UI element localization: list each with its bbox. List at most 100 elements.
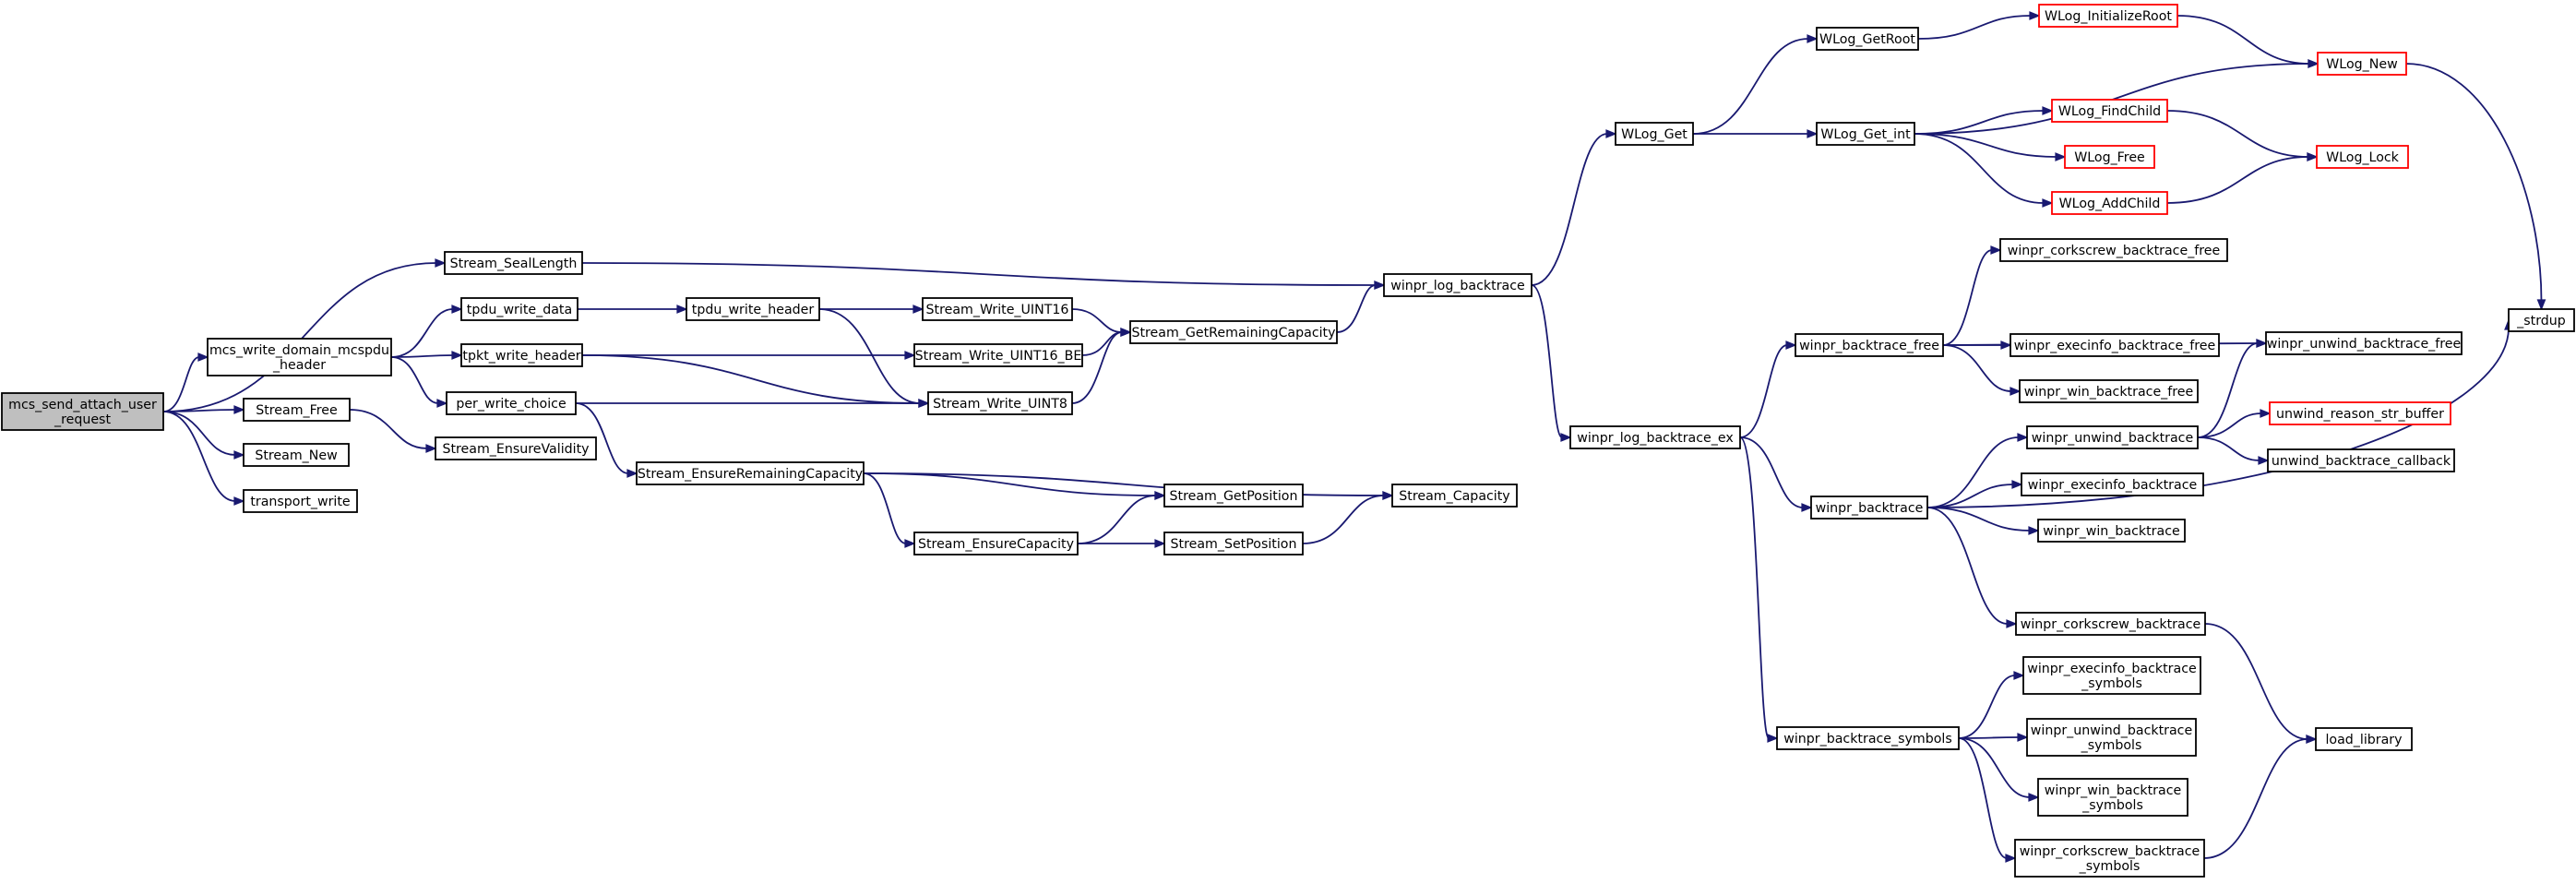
node-wlog-get[interactable]: WLog_Get <box>1615 122 1694 146</box>
node-label: unwind_backtrace_callback <box>2272 454 2451 469</box>
node-winpr-corkscrew-backtrace[interactable]: winpr_corkscrew_backtrace <box>2015 612 2206 636</box>
node-tpkt-write-header[interactable]: tpkt_write_header <box>460 343 583 367</box>
node-winpr-corkscrew-backtrace-symbols[interactable]: winpr_corkscrew_backtrace_symbols <box>2014 839 2205 878</box>
node-strdup[interactable]: _strdup <box>2508 308 2575 332</box>
call-edge-winpr-backtrace-free-to-winpr-corkscrew-backtrace-free <box>1942 245 2002 346</box>
call-edge-wlog-get-to-wlog-get-int <box>1693 129 1819 138</box>
node-box <box>2317 52 2407 76</box>
node-box <box>913 343 1083 367</box>
call-edge-wlog-get-int-to-wlog-findchild <box>1914 106 2054 135</box>
node-stream-write-uint16[interactable]: Stream_Write_UINT16 <box>922 297 1073 321</box>
node-winpr-execinfo-backtrace-symbols[interactable]: winpr_execinfo_backtrace_symbols <box>2022 656 2201 695</box>
node-label: per_write_choice <box>456 397 566 412</box>
node-wlog-get-int[interactable]: WLog_Get_int <box>1816 122 1915 146</box>
node-winpr-corkscrew-backtrace-free[interactable]: winpr_corkscrew_backtrace_free <box>1999 238 2228 262</box>
node-stream-getposition[interactable]: Stream_GetPosition <box>1163 484 1304 508</box>
node-winpr-unwind-backtrace-symbols[interactable]: winpr_unwind_backtrace_symbols <box>2026 718 2197 757</box>
call-edge-stream-write-uint8-to-stream-getremainingcapacity <box>1071 328 1132 404</box>
node-label: winpr_backtrace <box>1816 501 1924 516</box>
node-box <box>1129 320 1338 344</box>
node-per-write-choice[interactable]: per_write_choice <box>446 391 577 415</box>
node-wlog-new[interactable]: WLog_New <box>2317 52 2407 76</box>
call-edge-stream-free-to-stream-ensurevalidity <box>349 409 437 453</box>
node-wlog-lock[interactable]: WLog_Lock <box>2316 145 2409 169</box>
node-box <box>2508 308 2575 332</box>
node-wlog-free[interactable]: WLog_Free <box>2064 145 2155 169</box>
node-mcs-send-attach-user-request[interactable]: mcs_send_attach_user_request <box>1 392 164 431</box>
node-load-library[interactable]: load_library <box>2315 727 2413 751</box>
call-edge-winpr-corkscrew-backtrace-to-load-library <box>2204 623 2318 744</box>
node-stream-ensurecapacity[interactable]: Stream_EnsureCapacity <box>913 532 1079 555</box>
node-wlog-initializeroot[interactable]: WLog_InitializeRoot <box>2038 4 2178 28</box>
node-box <box>460 297 578 321</box>
node-box <box>2026 425 2199 449</box>
node-transport-write[interactable]: transport_write <box>243 489 358 513</box>
call-edge-stream-getremainingcapacity-to-winpr-log-backtrace <box>1336 281 1386 333</box>
node-winpr-backtrace[interactable]: winpr_backtrace <box>1810 496 1928 520</box>
call-edge-mcs-write-domain-mcspdu-header-to-tpdu-write-data <box>390 305 463 358</box>
node-box <box>1163 484 1304 508</box>
node-wlog-getroot[interactable]: WLog_GetRoot <box>1816 27 1919 51</box>
node-box <box>2051 99 2168 123</box>
node-winpr-log-backtrace[interactable]: winpr_log_backtrace <box>1383 273 1532 297</box>
node-stream-ensurevalidity[interactable]: Stream_EnsureValidity <box>435 436 597 460</box>
call-edge-winpr-unwind-backtrace-to-winpr-unwind-backtrace-free <box>2197 339 2268 438</box>
node-winpr-win-backtrace-symbols[interactable]: winpr_win_backtrace_symbols <box>2037 778 2188 817</box>
node-label: winpr_win_backtrace_free <box>2024 385 2194 400</box>
node-winpr-backtrace-free[interactable]: winpr_backtrace_free <box>1795 333 1944 357</box>
node-label: winpr_corkscrew_backtrace_free <box>2008 244 2221 258</box>
node-unwind-reason-str-buffer[interactable]: unwind_reason_str_buffer <box>2269 401 2451 425</box>
node-winpr-unwind-backtrace-free[interactable]: winpr_unwind_backtrace_free <box>2265 331 2463 355</box>
node-label: tpdu_write_data <box>467 303 572 317</box>
node-tpdu-write-header[interactable]: tpdu_write_header <box>686 297 820 321</box>
node-label: Stream_GetRemainingCapacity <box>1131 326 1335 340</box>
node-label: Stream_Free <box>256 403 338 418</box>
node-label: Stream_Capacity <box>1399 489 1509 504</box>
call-edge-per-write-choice-to-stream-write-uint8 <box>576 399 930 408</box>
call-edge-winpr-backtrace-free-to-winpr-execinfo-backtrace-free <box>1942 340 2012 350</box>
node-label: _symbols <box>2081 738 2142 753</box>
node-label: WLog_Get <box>1621 127 1688 142</box>
node-box <box>1810 496 1928 520</box>
node-label: unwind_reason_str_buffer <box>2276 407 2444 422</box>
node-stream-seallength[interactable]: Stream_SealLength <box>444 251 583 275</box>
node-stream-ensureremainingcapacity[interactable]: Stream_EnsureRemainingCapacity <box>636 461 865 485</box>
node-winpr-unwind-backtrace[interactable]: winpr_unwind_backtrace <box>2026 425 2199 449</box>
node-winpr-execinfo-backtrace-free[interactable]: winpr_execinfo_backtrace_free <box>2010 333 2220 357</box>
node-winpr-execinfo-backtrace[interactable]: winpr_execinfo_backtrace <box>2021 472 2204 496</box>
node-label: Stream_New <box>255 448 337 463</box>
node-stream-write-uint8[interactable]: Stream_Write_UINT8 <box>927 391 1073 415</box>
node-winpr-backtrace-symbols[interactable]: winpr_backtrace_symbols <box>1776 726 1960 750</box>
node-box <box>1615 122 1694 146</box>
node-winpr-win-backtrace-free[interactable]: winpr_win_backtrace_free <box>2019 379 2199 403</box>
call-edge-wlog-getroot-to-wlog-initializeroot <box>1917 11 2041 40</box>
node-wlog-addchild[interactable]: WLog_AddChild <box>2051 191 2168 215</box>
node-stream-capacity[interactable]: Stream_Capacity <box>1391 484 1518 508</box>
call-edge-winpr-backtrace-to-winpr-corkscrew-backtrace <box>1926 507 2018 628</box>
node-label: tpkt_write_header <box>462 349 580 364</box>
node-winpr-log-backtrace-ex[interactable]: winpr_log_backtrace_ex <box>1569 425 1741 449</box>
call-edge-wlog-initializeroot-to-wlog-new <box>2176 15 2320 68</box>
node-box <box>2064 145 2155 169</box>
node-stream-getremainingcapacity[interactable]: Stream_GetRemainingCapacity <box>1129 320 1338 344</box>
node-stream-write-uint16-be[interactable]: Stream_Write_UINT16_BE <box>913 343 1083 367</box>
node-wlog-findchild[interactable]: WLog_FindChild <box>2051 99 2168 123</box>
node-label: Stream_SealLength <box>450 257 578 271</box>
node-winpr-win-backtrace[interactable]: winpr_win_backtrace <box>2037 519 2186 543</box>
call-edge-stream-setposition-to-stream-capacity <box>1302 491 1394 544</box>
node-label: Stream_Write_UINT16_BE <box>915 349 1082 364</box>
call-edge-wlog-addchild-to-wlog-lock <box>2166 152 2319 204</box>
node-label: load_library <box>2325 733 2402 747</box>
node-tpdu-write-data[interactable]: tpdu_write_data <box>460 297 578 321</box>
call-edge-winpr-log-backtrace-to-winpr-log-backtrace-ex <box>1531 284 1572 442</box>
node-unwind-backtrace-callback[interactable]: unwind_backtrace_callback <box>2267 448 2455 472</box>
node-box <box>243 489 358 513</box>
node-label: _symbols <box>2079 859 2141 874</box>
node-stream-setposition[interactable]: Stream_SetPosition <box>1163 532 1304 555</box>
node-mcs-write-domain-mcspdu-header[interactable]: mcs_write_domain_mcspdu_header <box>207 338 392 376</box>
node-box <box>2269 401 2451 425</box>
node-stream-new[interactable]: Stream_New <box>243 443 350 467</box>
call-edge-winpr-unwind-backtrace-to-unwind-backtrace-callback <box>2197 436 2270 465</box>
call-edge-tpkt-write-header-to-stream-write-uint16-be <box>582 351 916 360</box>
node-stream-free[interactable]: Stream_Free <box>243 398 351 422</box>
